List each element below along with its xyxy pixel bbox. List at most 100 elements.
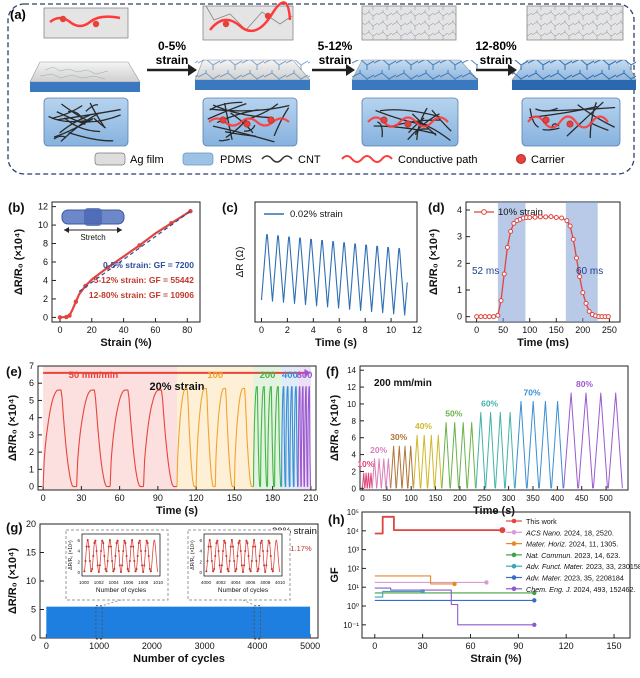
cycle-curve <box>434 434 442 489</box>
inset-y-tick-label: 0 <box>199 570 202 575</box>
inset-point <box>261 550 264 553</box>
strain-label-line: strain <box>319 53 352 67</box>
x-axis-label: Strain (%) <box>100 337 152 349</box>
inset-point <box>132 545 135 548</box>
crack-detail-3 <box>361 5 457 41</box>
inset-point <box>95 550 98 553</box>
inset-point <box>112 570 115 573</box>
inset-point <box>215 542 218 545</box>
cycle-curve <box>514 400 527 489</box>
cycle-curve <box>563 392 579 489</box>
data-point <box>495 312 501 318</box>
x-tick-label: 50 <box>498 325 508 335</box>
inset-point <box>100 550 103 553</box>
x-tick-label: 90 <box>513 641 523 651</box>
time-span <box>565 202 598 322</box>
inset-point <box>122 550 125 553</box>
x-tick-label: 200 <box>453 494 467 503</box>
x-tick-label: 2000 <box>142 641 162 651</box>
inset-point <box>213 567 216 570</box>
strain-label: 50% <box>445 409 462 419</box>
inset-point <box>108 539 111 541</box>
inset-y-tick-label: 2 <box>199 559 202 564</box>
inset-point <box>135 567 138 570</box>
rate-label: 400 <box>282 370 298 381</box>
inset-point <box>123 539 126 542</box>
cycle-curve <box>407 445 414 489</box>
cycle-curve <box>526 400 540 489</box>
inset-point <box>107 545 110 548</box>
cnt-fiber <box>209 101 243 111</box>
x-tick-label: 60 <box>150 325 160 335</box>
inset-point <box>94 539 97 542</box>
x-tick-label: 30 <box>76 493 86 503</box>
inset-x-tick-label: 4004 <box>231 580 242 585</box>
y-tick-label: 0 <box>457 312 462 322</box>
cycle-curve <box>441 422 451 489</box>
x-tick-label: 400 <box>551 494 565 503</box>
cycle-curve <box>385 458 391 489</box>
inset-point <box>98 564 101 567</box>
inset-point <box>237 542 240 545</box>
x-tick-label: 40 <box>119 325 129 335</box>
strain-arrow-2: 5-12%strain <box>312 39 355 76</box>
plot-frame <box>254 201 418 323</box>
cycle-curve <box>607 392 623 489</box>
x-axis-label: Time (s) <box>315 337 357 349</box>
inset-point <box>113 567 116 570</box>
inset-point <box>258 555 261 557</box>
data-point <box>564 218 570 224</box>
y-tick-label: 10⁻¹ <box>343 621 359 630</box>
inset-point <box>146 542 149 545</box>
carrier <box>380 116 388 124</box>
y-tick-label: 6 <box>29 378 34 388</box>
x-axis-label: Time (s) <box>156 505 198 517</box>
inset-x-tick-label: 1002 <box>94 580 105 585</box>
data-point <box>504 244 510 250</box>
plot-frame <box>359 365 629 491</box>
y-tick-label: 3 <box>29 430 34 440</box>
carrier <box>267 116 275 124</box>
x-tick-label: 350 <box>526 494 540 503</box>
data-point <box>491 314 497 320</box>
data-point <box>482 314 488 320</box>
inset-point <box>206 559 209 562</box>
inset-point <box>232 545 235 548</box>
inset-point <box>263 564 266 567</box>
y-tick-label: 20 <box>26 519 36 529</box>
inset-point <box>256 570 259 573</box>
inset-point <box>144 550 147 553</box>
x-tick-label: 0 <box>41 493 46 503</box>
legend-reference: 2024, 11, 1305. <box>567 540 618 549</box>
cycle-curve <box>538 400 552 489</box>
fit-line <box>78 210 191 293</box>
inset-x-tick-label: 4002 <box>216 580 227 585</box>
inset-point <box>267 539 270 542</box>
data-point <box>577 274 583 280</box>
panel-letter: (g) <box>6 520 23 535</box>
cnt-fiber <box>373 125 437 135</box>
strain-label-line: strain <box>480 53 513 67</box>
inset-point <box>264 571 267 573</box>
rate-label: 100 <box>207 370 223 381</box>
film-slab-2 <box>194 59 311 90</box>
panel-letter: (d) <box>428 200 445 215</box>
cnt-fiber <box>230 112 254 134</box>
inset-point <box>259 542 262 545</box>
cnt-fiber <box>379 109 440 118</box>
cycle-curve <box>76 389 111 488</box>
strain-label-line: 5-12% <box>318 39 353 53</box>
inset-point <box>106 559 109 562</box>
x-axis-label: Time (ms) <box>517 337 569 349</box>
inset-point <box>118 564 121 567</box>
legend-marker <box>511 552 517 558</box>
y-axis-label: ΔR/R₀ (×10⁴) <box>13 229 25 296</box>
x-tick-label: 500 <box>599 494 613 503</box>
x-tick-label: 3000 <box>195 641 215 651</box>
inset-point <box>105 570 108 573</box>
inset-point <box>104 567 107 570</box>
cycle-curve <box>380 458 387 489</box>
strain-label-line: 0-5% <box>158 39 186 53</box>
cycle-curve <box>293 386 299 488</box>
